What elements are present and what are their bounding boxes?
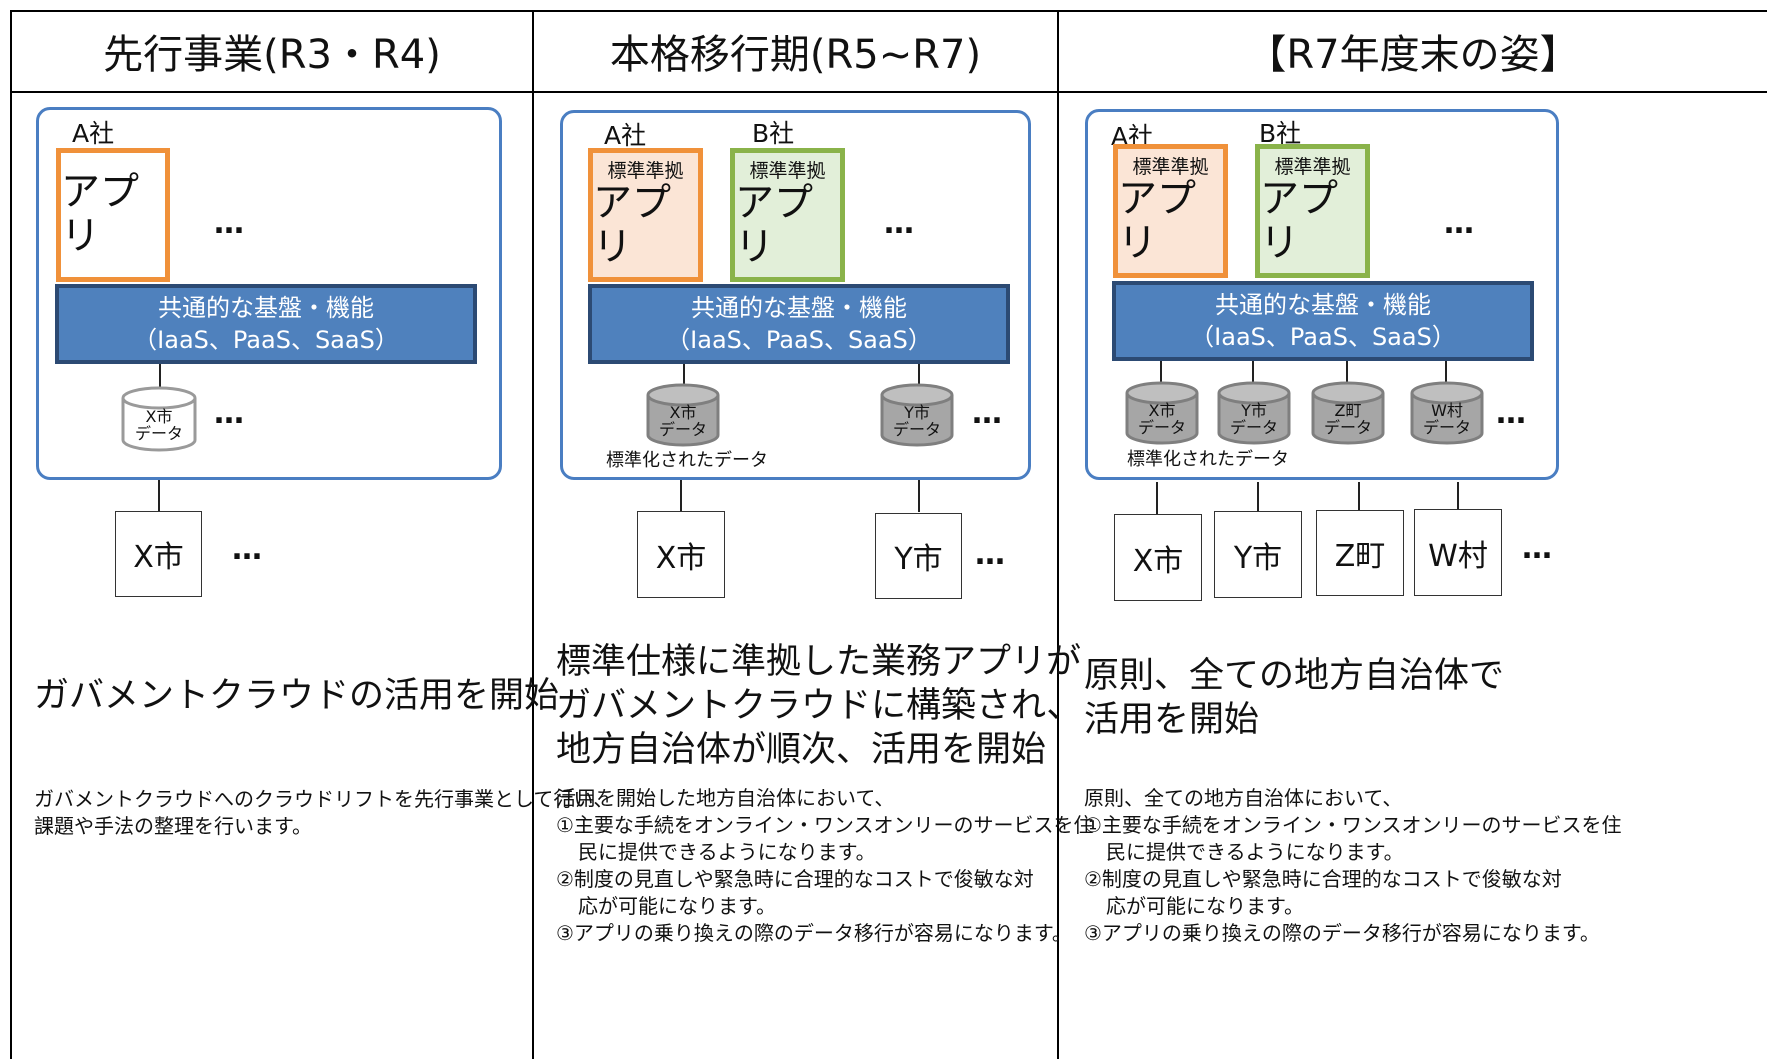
municipality-y: Y市 — [875, 513, 962, 599]
database-label: Z町データ — [1323, 401, 1372, 437]
database-cylinder-w — [1410, 381, 1484, 445]
municipality-x: X市 — [115, 511, 202, 597]
ellipsis-apps: … — [1444, 206, 1476, 241]
company-a-label: A社 — [604, 121, 647, 150]
database-label: X市データ — [134, 407, 183, 443]
cloud-panel-3 — [1085, 109, 1559, 480]
municipality-x: X市 — [637, 511, 725, 598]
table-left-border — [10, 10, 12, 1059]
connector-line — [1252, 361, 1254, 383]
company-b-label: B社 — [1259, 119, 1302, 148]
description-phase-3: 原則、全ての地方自治体において、 ①主要な手続をオンライン・ワンスオンリーのサー… — [1084, 786, 1622, 945]
municipality-w: W村 — [1414, 509, 1502, 596]
connector-line — [1445, 361, 1447, 383]
common-platform: 共通的な基盤・機能 （IaaS、PaaS、SaaS） — [55, 284, 477, 364]
common-platform: 共通的な基盤・機能 （IaaS、PaaS、SaaS） — [1112, 281, 1534, 361]
platform-subtitle: （IaaS、PaaS、SaaS） — [1190, 323, 1456, 351]
standardized-data-label: 標準化されたデータ — [606, 450, 768, 471]
database-cylinder-z — [1311, 381, 1385, 445]
header-phase-1: 先行事業(R3・R4) — [103, 32, 441, 78]
app-box-a: アプリ — [56, 148, 170, 282]
connector-line — [680, 480, 682, 512]
connector-line — [159, 364, 161, 390]
connector-line — [1257, 482, 1259, 515]
description-phase-1: ガバメントクラウドへのクラウドリフトを先行事業として行い、 課題や手法の整理を行… — [34, 787, 614, 838]
ellipsis-data: … — [214, 396, 246, 431]
app-label: アプリ — [1118, 177, 1197, 266]
database-label: W村データ — [1422, 401, 1471, 437]
ellipsis-apps: … — [214, 206, 246, 241]
standard-app-box-a: 標準準拠 アプリ — [1113, 144, 1228, 278]
app-label: アプリ — [735, 181, 814, 270]
connector-line — [1358, 482, 1360, 512]
cloud-panel-2 — [560, 110, 1031, 480]
database-cylinder-x — [1125, 381, 1199, 445]
headline-phase-1: ガバメントクラウドの活用を開始 — [34, 676, 560, 716]
connector-line — [1457, 482, 1459, 512]
connector-line — [1160, 361, 1162, 383]
municipality-x: X市 — [1114, 514, 1202, 601]
standard-compliant-label: 標準準拠 — [1274, 156, 1351, 178]
connector-line — [158, 480, 160, 512]
database-cylinder-x — [646, 383, 720, 447]
ellipsis-apps: … — [884, 206, 916, 241]
app-label: アプリ — [61, 170, 140, 259]
municipality-z: Z町 — [1316, 510, 1404, 596]
column-divider-1 — [532, 10, 534, 1059]
app-label: アプリ — [593, 181, 672, 270]
database-label: Y市データ — [1229, 401, 1278, 437]
headline-phase-3: 原則、全ての地方自治体で 活用を開始 — [1084, 656, 1505, 740]
database-label: Y市データ — [892, 403, 941, 439]
connector-line — [1346, 361, 1348, 383]
company-b-label: B社 — [752, 119, 795, 148]
database-label: X市データ — [658, 403, 707, 439]
cloud-panel-1 — [36, 107, 502, 480]
database-cylinder-y — [1217, 381, 1291, 445]
connector-line — [1156, 482, 1158, 515]
standardized-data-label: 標準化されたデータ — [1127, 449, 1289, 470]
platform-subtitle: （IaaS、PaaS、SaaS） — [133, 326, 399, 354]
platform-title: 共通的な基盤・機能 — [691, 294, 907, 322]
header-phase-3: 【R7年度末の姿】 — [1246, 32, 1580, 78]
company-a-label: A社 — [72, 119, 115, 148]
platform-title: 共通的な基盤・機能 — [158, 294, 374, 322]
standard-app-box-a: 標準準拠 アプリ — [588, 148, 703, 282]
description-phase-2: 活用を開始した地方自治体において、 ①主要な手続をオンライン・ワンスオンリーのサ… — [556, 786, 1094, 945]
connector-line — [918, 364, 920, 386]
standard-app-box-b: 標準準拠 アプリ — [730, 148, 845, 282]
database-label: X市データ — [1137, 401, 1186, 437]
ellipsis-data: … — [972, 396, 1004, 431]
ellipsis-municipalities: … — [1522, 531, 1554, 566]
platform-title: 共通的な基盤・機能 — [1215, 291, 1431, 319]
ellipsis-municipalities: … — [975, 537, 1007, 572]
header-phase-2: 本格移行期(R5~R7) — [609, 32, 982, 78]
table-top-border — [10, 10, 1767, 12]
standard-compliant-label: 標準準拠 — [749, 160, 826, 182]
ellipsis-data: … — [1496, 396, 1528, 431]
ellipsis-municipalities: … — [232, 532, 264, 567]
standard-app-box-b: 標準準拠 アプリ — [1255, 144, 1370, 278]
common-platform: 共通的な基盤・機能 （IaaS、PaaS、SaaS） — [588, 284, 1010, 364]
standard-compliant-label: 標準準拠 — [1132, 156, 1209, 178]
headline-phase-2: 標準仕様に準拠した業務アプリが ガバメントクラウドに構築され、 地方自治体が順次… — [556, 642, 1082, 770]
header-bottom-border — [10, 91, 1767, 93]
platform-subtitle: （IaaS、PaaS、SaaS） — [666, 326, 932, 354]
column-divider-2 — [1057, 10, 1059, 1059]
connector-line — [683, 364, 685, 386]
standard-compliant-label: 標準準拠 — [607, 160, 684, 182]
database-cylinder-x — [121, 386, 197, 452]
database-cylinder-y — [880, 383, 954, 447]
app-label: アプリ — [1260, 177, 1339, 266]
municipality-y: Y市 — [1214, 511, 1302, 598]
connector-line — [918, 480, 920, 512]
